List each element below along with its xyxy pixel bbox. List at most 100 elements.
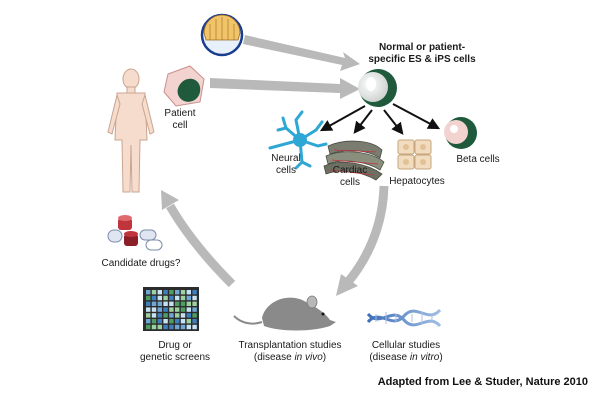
cardiac-cells-label: Cardiac cells (330, 165, 370, 189)
cardiac-cells-label-line2: cells (339, 177, 360, 188)
cellular-pre: (disease (369, 352, 410, 363)
plate-well (169, 313, 174, 318)
cellular-studies-label: Cellular studies (disease in vitro) (360, 340, 452, 364)
cardiac-cells-icon (323, 140, 385, 181)
plate-well (175, 313, 180, 318)
plate-well (151, 290, 157, 295)
neural-cells-label-line1: Neural (271, 153, 301, 164)
human-body-icon (107, 68, 155, 193)
plate-well (186, 295, 191, 301)
plate-well (186, 290, 191, 295)
screening-plate-icon (143, 287, 199, 331)
patient-cell-label: Patient cell (160, 108, 200, 132)
plate-well (163, 290, 168, 295)
plate-well (163, 295, 168, 301)
hepatocytes-icon (397, 139, 432, 170)
stem-cells-label-line2: specific ES & iPS cells (368, 54, 476, 65)
neural-cells-label-line2: cells (275, 165, 296, 176)
plate-well (180, 295, 186, 301)
plate-well (175, 295, 180, 301)
plate-well (157, 295, 162, 301)
plate-well (151, 301, 157, 306)
plate-well (192, 307, 197, 312)
plate-well (146, 295, 151, 301)
plate-well (146, 301, 151, 306)
plate-well (151, 324, 157, 330)
plate-well (175, 301, 180, 306)
transplant-label-line2: (disease in vivo) (230, 352, 350, 364)
plate-well (151, 319, 157, 324)
plate-well (192, 313, 197, 318)
plate-well (192, 324, 197, 330)
plate-well (169, 307, 174, 312)
transplant-em: in vivo (294, 352, 323, 363)
plate-well (169, 301, 174, 306)
differentiation-arrows (319, 103, 441, 135)
beta-cells-label: Beta cells (456, 154, 500, 165)
beta-cell-icon (444, 117, 477, 149)
pills-icon (107, 215, 163, 251)
plate-well (192, 301, 197, 306)
cellular-post: ) (439, 352, 443, 363)
embryo-to-stem-arrow (243, 35, 360, 71)
plate-well (180, 290, 186, 295)
plate-well (157, 301, 162, 306)
plate-well (169, 290, 174, 295)
plate-well (169, 295, 174, 301)
mouse-icon (233, 295, 336, 331)
plate-well (175, 319, 180, 324)
plate-well (163, 307, 168, 312)
plate-well (163, 301, 168, 306)
drug-screens-label-line2: genetic screens (140, 352, 211, 363)
hepatocytes-label: Hepatocytes (389, 176, 445, 187)
plate-well (186, 319, 191, 324)
screens-to-patient-arrow (161, 190, 236, 288)
transplant-pre: (disease (253, 352, 295, 363)
stem-cells-label: Normal or patient- specific ES & iPS cel… (357, 42, 487, 66)
plate-well (175, 324, 180, 330)
patient-cell-icon (163, 65, 205, 107)
plate-well (151, 307, 157, 312)
stem-cell-icon (358, 69, 397, 107)
plate-well (186, 301, 191, 306)
patient-cell-label-line2: cell (172, 120, 188, 131)
cells-to-studies-arrow (336, 185, 389, 296)
blastocyst-icon (200, 13, 244, 57)
plate-well (180, 313, 186, 318)
plate-well (186, 307, 191, 312)
plate-well (146, 313, 151, 318)
plate-well (157, 290, 162, 295)
plate-well (146, 307, 151, 312)
transplant-label-line1: Transplantation studies (238, 340, 342, 351)
candidate-drugs-label: Candidate drugs? (101, 258, 181, 269)
drug-screens-label-line1: Drug or (158, 340, 192, 351)
plate-well (192, 319, 197, 324)
plate-well (180, 319, 186, 324)
plate-well (180, 301, 186, 306)
plate-well (151, 313, 157, 318)
patient-to-stem-arrow (210, 78, 360, 99)
plate-well (146, 319, 151, 324)
cellular-studies-label-line2: (disease in vitro) (360, 352, 452, 364)
plate-well (157, 324, 162, 330)
plate-well (157, 307, 162, 312)
plate-well (192, 295, 197, 301)
transplant-label: Transplantation studies (disease in vivo… (230, 340, 350, 364)
plate-well (169, 319, 174, 324)
plate-well (175, 290, 180, 295)
cellular-studies-label-line1: Cellular studies (371, 340, 441, 351)
plate-well (157, 313, 162, 318)
cellular-em: in vitro (409, 352, 440, 363)
plate-well (169, 324, 174, 330)
drug-screens-label: Drug or genetic screens (140, 340, 210, 364)
patient-cell-label-line1: Patient (164, 108, 196, 119)
plate-well (186, 324, 191, 330)
cardiac-cells-label-line1: Cardiac (332, 165, 368, 176)
plate-well (163, 319, 168, 324)
plate-well (163, 324, 168, 330)
plate-well (180, 324, 186, 330)
transplant-post: ) (322, 352, 327, 363)
plate-well (146, 324, 151, 330)
dna-helix-icon (366, 308, 442, 328)
